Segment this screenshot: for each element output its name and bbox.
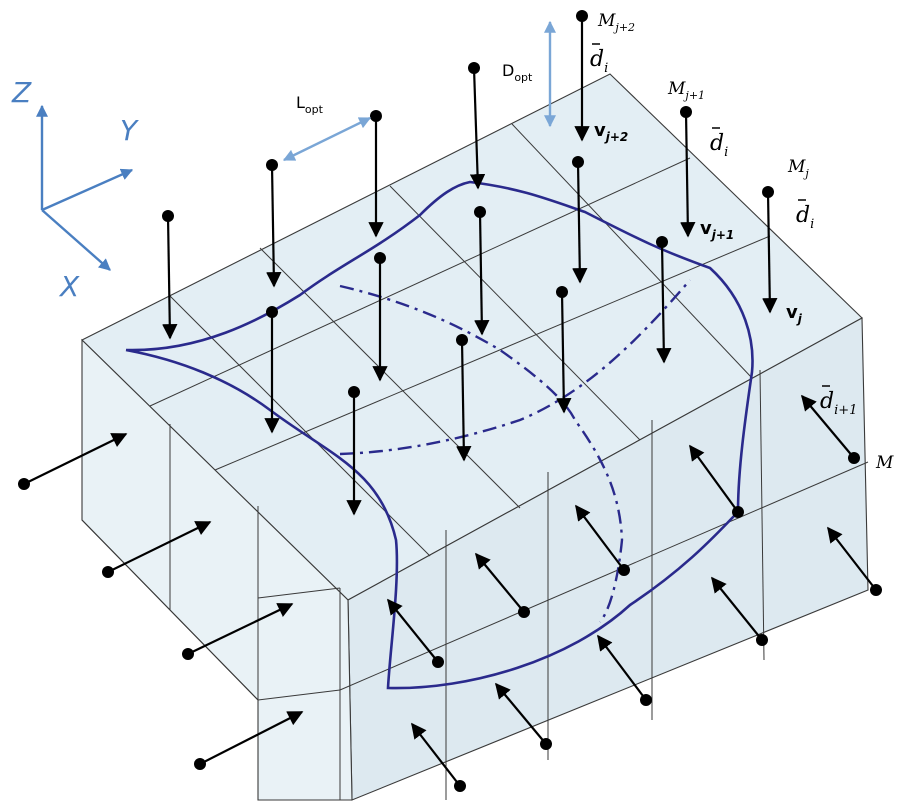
v-j2-label: vj+2 xyxy=(594,120,628,144)
arrow-v-12 xyxy=(556,286,572,414)
dimension-markers: Lopt Dopt xyxy=(282,20,556,162)
arrow-s-3 xyxy=(575,504,630,576)
arrow-v-15 xyxy=(346,386,362,516)
d-opt-label: Dopt xyxy=(502,61,533,84)
arrow-v-6 xyxy=(572,156,588,284)
l-opt-arrow xyxy=(282,116,372,162)
z-axis-label: Z xyxy=(11,76,32,109)
front-arrows xyxy=(18,433,304,770)
arrow-s-7 xyxy=(711,576,768,646)
block-body xyxy=(81,73,869,801)
arrow-v-4 xyxy=(680,106,696,238)
arrow-v-11 xyxy=(372,252,388,382)
arrow-v-7 xyxy=(762,186,778,314)
arrow-v-5 xyxy=(266,159,282,288)
failure-surface-curve xyxy=(125,180,754,690)
d-i-label-3: di xyxy=(796,203,814,232)
l-opt-label: Lopt xyxy=(296,93,324,116)
m-edge-label: M xyxy=(875,453,894,473)
arrow-f-2 xyxy=(102,521,212,578)
arrow-s-8 xyxy=(597,634,652,706)
arrow-s-10 xyxy=(411,722,466,792)
top-grid xyxy=(149,123,771,557)
side-grid xyxy=(81,369,869,800)
point-labels: Mj+2 di Mj+1 di Mj di di+1 M vj+2 vj+1 v… xyxy=(590,11,894,473)
arrow-s-1 xyxy=(801,394,860,464)
y-axis-label: Y xyxy=(120,114,139,147)
arrow-v-14 xyxy=(456,334,472,462)
arrow-s-6 xyxy=(827,526,882,596)
v-j-label: vj xyxy=(786,302,803,326)
x-axis-label: X xyxy=(58,270,80,303)
d-i-label-2: di xyxy=(710,131,728,160)
v-j1-label: vj+1 xyxy=(700,218,734,242)
arrow-v-3 xyxy=(368,110,384,238)
d-i-label-1: di xyxy=(590,47,608,76)
coordinate-axes: Z Y X xyxy=(11,76,139,303)
arrow-v-9 xyxy=(474,206,490,336)
arrow-v-10 xyxy=(656,236,672,364)
arrow-s-4 xyxy=(475,552,530,618)
d-i1-label: di+1 xyxy=(820,389,857,418)
arrow-s-9 xyxy=(495,682,552,750)
y-axis xyxy=(41,168,134,212)
dashed-curve-upper xyxy=(339,284,624,623)
arrow-f-4 xyxy=(194,711,304,770)
arrow-f-1 xyxy=(18,433,128,490)
arrow-v-2 xyxy=(468,62,486,190)
arrow-s-5 xyxy=(387,598,444,668)
m-j1-label: Mj+1 xyxy=(667,79,705,102)
side-arrows xyxy=(387,394,882,792)
m-j2-label: Mj+2 xyxy=(597,11,635,34)
dashed-curve-lower xyxy=(339,279,691,456)
m-j-label: Mj xyxy=(787,157,809,180)
arrow-v-13 xyxy=(264,306,280,434)
top-arrows xyxy=(162,10,778,516)
x-axis xyxy=(41,209,111,271)
arrow-s-2 xyxy=(689,444,744,518)
arrow-v-8 xyxy=(162,210,178,340)
arrow-f-3 xyxy=(182,603,294,660)
arrow-v-1 xyxy=(574,10,590,142)
